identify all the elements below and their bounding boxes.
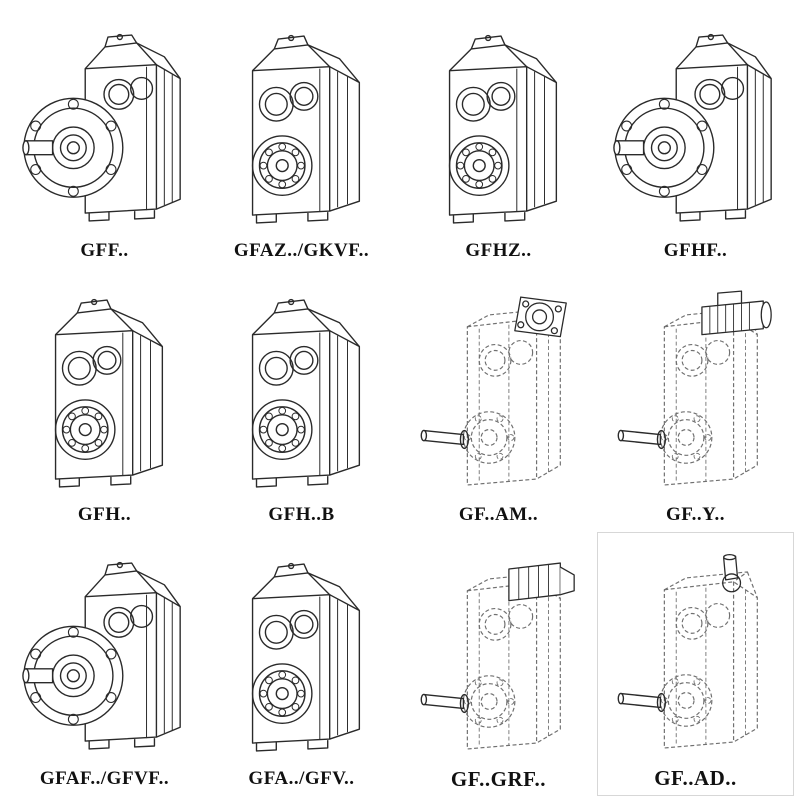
- gearbox-input-shaft-icon: [617, 553, 758, 749]
- gearbox-model-label: GF..GRF..: [450, 767, 547, 791]
- gearbox-cell: GF..AM..: [400, 268, 597, 532]
- gearbox-model-label: GFA../GFV..: [248, 768, 355, 789]
- gearbox-shaft-front-icon: [251, 562, 360, 752]
- gearbox-shaft-front-icon: [54, 298, 163, 488]
- gearbox-motor-icon: [617, 290, 772, 486]
- gearbox-flange-output-icon: [612, 33, 772, 222]
- gearbox-shaft-front-icon: [448, 34, 557, 224]
- gearbox-cell: GFHF..: [597, 4, 794, 268]
- gearbox-model-label: GFAF../GFVF..: [39, 768, 170, 789]
- gearbox-shaft-front-icon: [251, 298, 360, 488]
- gearbox-grid: GFF.. GFAZ../GKVF.. GFHZ.. GFHF.. GFH.. …: [6, 4, 794, 796]
- gearbox-cell: GFA../GFV..: [203, 532, 400, 796]
- gearbox-cell: GFH..: [6, 268, 203, 532]
- gearbox-model-label: GFF..: [80, 240, 129, 261]
- gearbox-input-flange-icon: [420, 296, 567, 486]
- gearbox-cell: GF..GRF..: [400, 532, 597, 796]
- gearbox-cell: GF..Y..: [597, 268, 794, 532]
- gearbox-model-label: GFAZ../GKVF..: [233, 240, 370, 261]
- gearbox-cell: GFHZ..: [400, 4, 597, 268]
- gearbox-model-label: GF..AD..: [654, 766, 737, 790]
- gearbox-model-label: GF..AM..: [458, 504, 539, 525]
- gearbox-cell: GFAF../GFVF..: [6, 532, 203, 796]
- gearbox-model-label: GFHZ..: [465, 240, 532, 261]
- gearbox-model-label: GFHF..: [663, 240, 728, 261]
- gearbox-shaft-front-icon: [251, 34, 360, 224]
- gearbox-adapter-icon: [420, 562, 575, 750]
- gearbox-cell: GF..AD..: [597, 532, 794, 796]
- gearbox-flange-output-icon: [21, 561, 181, 750]
- gearbox-model-label: GFH..B: [268, 504, 335, 525]
- gearbox-model-label: GFH..: [77, 504, 132, 525]
- gearbox-model-label: GF..Y..: [665, 504, 726, 525]
- gearbox-cell: GFF..: [6, 4, 203, 268]
- gearbox-cell: GFH..B: [203, 268, 400, 532]
- gearbox-cell: GFAZ../GKVF..: [203, 4, 400, 268]
- gearbox-flange-output-icon: [21, 33, 181, 222]
